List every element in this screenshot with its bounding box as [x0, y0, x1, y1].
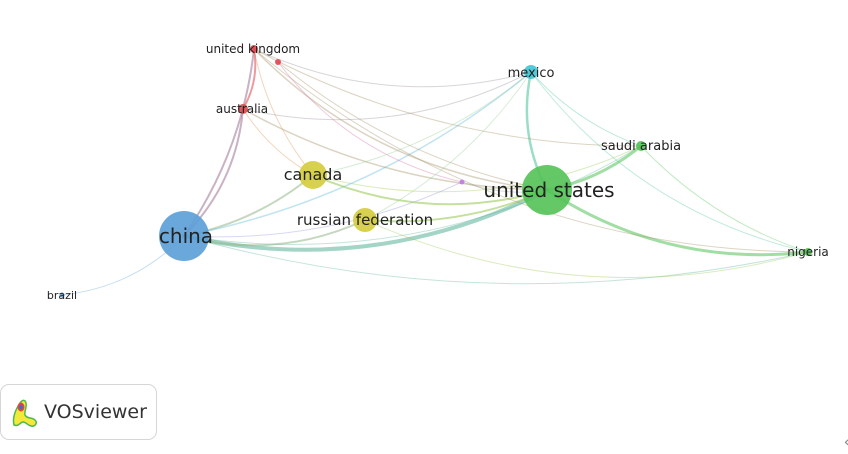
node-united-states[interactable] [522, 165, 572, 215]
node-russian-federation[interactable] [353, 208, 377, 232]
label-china[interactable]: china [159, 224, 213, 248]
node-china[interactable] [159, 211, 209, 261]
vosviewer-label: VOSviewer [44, 401, 147, 423]
link-uk-minor-purple-minor [277, 61, 463, 183]
node-saudi-arabia[interactable] [636, 141, 646, 151]
label-united-states[interactable]: united states [483, 178, 614, 202]
node-uk-minor[interactable] [275, 59, 281, 65]
link-canada-saudi-arabia [312, 145, 642, 193]
vosviewer-badge[interactable]: VOSviewer [0, 384, 157, 440]
nodes-layer [59, 45, 812, 298]
node-purple-minor[interactable] [459, 179, 465, 185]
chevron-left-icon[interactable]: ‹ [844, 432, 848, 451]
label-canada[interactable]: canada [284, 165, 343, 184]
vosviewer-logo-icon [12, 399, 37, 427]
label-brazil[interactable]: brazil [47, 289, 77, 302]
link-united-states-united-kingdom [253, 48, 548, 191]
label-nigeria[interactable]: nigeria [787, 245, 829, 259]
link-china-mexico [183, 71, 532, 237]
link-mexico-saudi-arabia [530, 71, 642, 147]
node-australia[interactable] [238, 104, 248, 114]
link-china-united-kingdom [183, 48, 255, 237]
label-mexico[interactable]: mexico [508, 66, 555, 81]
label-australia[interactable]: australia [216, 102, 268, 116]
link-united-kingdom-saudi-arabia [253, 48, 642, 147]
link-mexico-nigeria [530, 71, 809, 253]
link-uk-minor-united-states [277, 61, 548, 191]
link-china-nigeria [183, 235, 809, 285]
link-united-kingdom-mexico [253, 48, 532, 88]
link-united-states-canada [312, 174, 548, 206]
node-canada[interactable] [299, 161, 327, 189]
node-united-kingdom[interactable] [250, 45, 258, 53]
labels-layer: china united states canada russian federati… [47, 42, 829, 302]
link-united-kingdom-australia [242, 48, 257, 110]
node-brazil[interactable] [59, 292, 65, 298]
label-united-kingdom[interactable]: united kingdom [206, 42, 300, 56]
link-united-kingdom-nigeria [253, 48, 809, 253]
link-china-saudi-arabia [183, 145, 642, 245]
link-australia-mexico [242, 71, 532, 121]
node-nigeria[interactable] [804, 248, 812, 256]
link-united-states-australia [242, 108, 548, 191]
link-canada-mexico [312, 71, 532, 176]
link-united-kingdom-canada [253, 48, 314, 176]
link-saudi-arabia-nigeria [640, 145, 809, 253]
link-russian-federation-mexico [364, 71, 532, 221]
link-china-purple-minor [183, 181, 463, 238]
link-united-states-nigeria [545, 188, 810, 257]
label-saudi-arabia[interactable]: saudi arabia [601, 139, 681, 154]
link-russian-federation-nigeria [364, 219, 809, 278]
label-russian-federation[interactable]: russian federation [297, 211, 433, 229]
node-mexico[interactable] [524, 65, 538, 79]
